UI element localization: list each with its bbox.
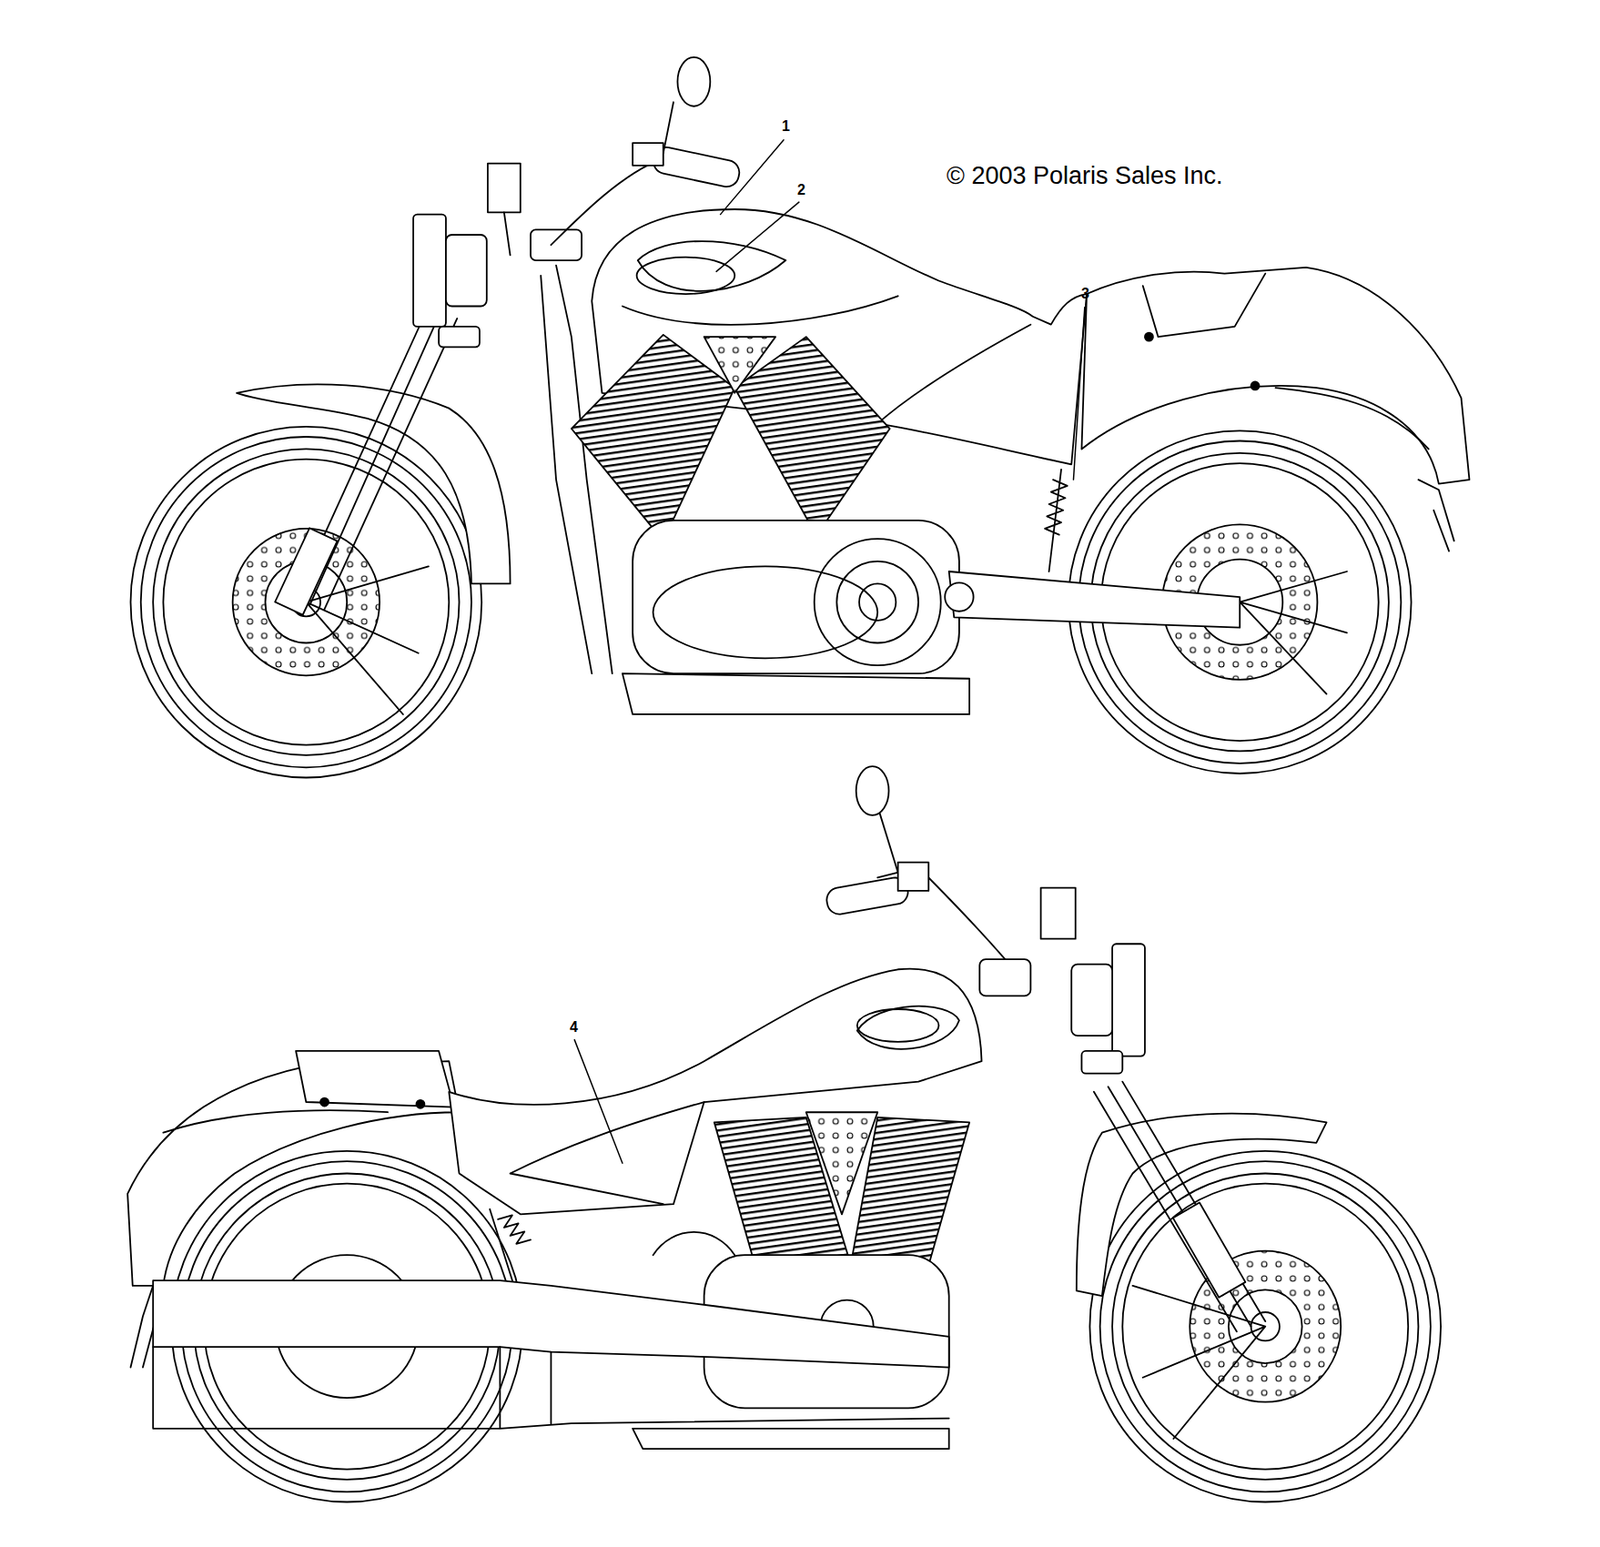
callout-number: 1 xyxy=(781,119,790,134)
callout-number: 3 xyxy=(1081,286,1090,302)
copyright-note: © 2003 Polaris Sales Inc. xyxy=(946,163,1224,189)
callout-number: 4 xyxy=(569,1020,578,1035)
callout-number: 2 xyxy=(797,182,806,198)
